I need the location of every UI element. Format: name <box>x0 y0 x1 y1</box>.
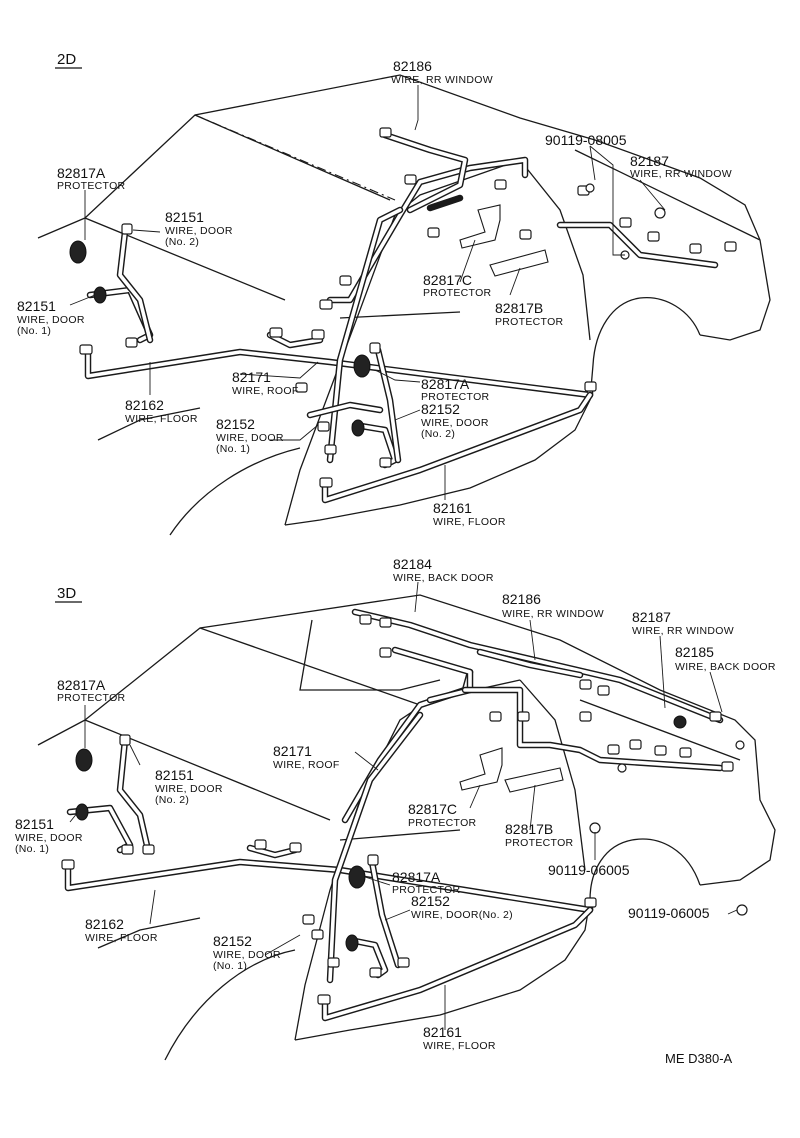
callout-82171-desc: WIRE, ROOF <box>273 759 340 771</box>
callout-90119-b-number: 90119-06005 <box>628 905 710 921</box>
connectors-3d <box>61 614 748 1005</box>
callout-82171-number: 82171 <box>273 743 312 759</box>
callout-82162-desc: WIRE, FLOOR <box>85 932 158 944</box>
callout-82162-number: 82162 <box>85 916 124 932</box>
grommet-82817A <box>69 240 87 264</box>
callout-82817B-desc: PROTECTOR <box>495 316 564 328</box>
harnesses-2d <box>84 131 719 504</box>
callout-82152-no1-desc: WIRE, DOOR <box>216 432 284 444</box>
body-outline-3d <box>37 594 776 1061</box>
grommet-82817A <box>75 748 93 772</box>
callout-82817C-desc: PROTECTOR <box>423 287 492 299</box>
callout-82817A-number: 82817A <box>57 165 106 181</box>
section-label-3d: 3D <box>57 585 76 602</box>
callout-82152-no1-sub: (No. 1) <box>216 443 250 455</box>
drawing-reference-code: ME D380-A <box>665 1051 733 1066</box>
callout-82151-no1-desc: WIRE, DOOR <box>17 314 85 326</box>
callout-82152-no1-desc: WIRE, DOOR <box>213 949 281 961</box>
callout-82817B-number: 82817B <box>495 300 543 316</box>
callout-82184-desc: WIRE, BACK DOOR <box>393 572 494 584</box>
callout-82151-no1-sub: (No. 1) <box>15 843 49 855</box>
callout-82187-number: 82187 <box>630 153 669 169</box>
callout-82151-no2-number: 82151 <box>165 209 204 225</box>
callout-82152-no2-sub: (No. 2) <box>421 428 455 440</box>
leaders-2d <box>69 85 666 500</box>
leaders-3d <box>69 581 738 1030</box>
grommet-82817A-mid <box>353 354 371 378</box>
callout-90119-a-number: 90119-06005 <box>548 862 630 878</box>
callout-82184-number: 82184 <box>393 556 432 572</box>
labels-2d: 82186 WIRE, RR WINDOW 90119-08005 82187 … <box>17 58 732 528</box>
labels-3d: 82184 WIRE, BACK DOOR 82186 WIRE, RR WIN… <box>15 556 776 1052</box>
callout-82817C-number: 82817C <box>423 272 472 288</box>
callout-82186-desc: WIRE, RR WINDOW <box>502 608 604 620</box>
callout-82186-desc: WIRE, RR WINDOW <box>391 74 493 86</box>
callout-82151-no1-number: 82151 <box>17 298 56 314</box>
section-3d: 3D <box>15 556 776 1066</box>
protector-82817B <box>489 249 549 277</box>
callout-82817A-mid-number: 82817A <box>421 376 470 392</box>
callout-82161-number: 82161 <box>423 1024 462 1040</box>
callout-82186-number: 82186 <box>502 591 541 607</box>
callout-82151-no2-number: 82151 <box>155 767 194 783</box>
callout-82817A-desc: PROTECTOR <box>57 692 126 704</box>
callout-82151-no1-sub: (No. 1) <box>17 325 51 337</box>
callout-82162-desc: WIRE, FLOOR <box>125 413 198 425</box>
callout-82187-number: 82187 <box>632 609 671 625</box>
section-2d: 2D <box>17 51 771 536</box>
callout-90119-number: 90119-08005 <box>545 132 627 148</box>
callout-82162-number: 82162 <box>125 397 164 413</box>
callout-82817A-mid-number: 82817A <box>392 869 441 885</box>
grommet-82817A-mid <box>348 865 366 889</box>
callout-82817B-number: 82817B <box>505 821 553 837</box>
callout-82151-no2-desc: WIRE, DOOR <box>165 225 233 237</box>
callout-82186-number: 82186 <box>393 58 432 74</box>
screw-90119-a <box>589 822 601 834</box>
callout-82152-no2-number: 82152 <box>421 401 460 417</box>
section-label-2d: 2D <box>57 51 76 68</box>
callout-82151-no1-desc: WIRE, DOOR <box>15 832 83 844</box>
callout-82151-no1-number: 82151 <box>15 816 54 832</box>
protector-82817C <box>459 204 501 249</box>
callout-82152-no1-number: 82152 <box>216 416 255 432</box>
callout-82161-desc: WIRE, FLOOR <box>423 1040 496 1052</box>
callout-82152-no2-desc: WIRE, DOOR <box>421 417 489 429</box>
screw-90119-b <box>736 904 748 916</box>
callout-82185-number: 82185 <box>675 644 714 660</box>
callout-82817A-desc: PROTECTOR <box>57 180 126 192</box>
callout-82817B-desc: PROTECTOR <box>505 837 574 849</box>
callout-82161-desc: WIRE, FLOOR <box>433 516 506 528</box>
callout-82151-no2-sub: (No. 2) <box>155 794 189 806</box>
callout-82817A-number: 82817A <box>57 677 106 693</box>
harnesses-3d <box>64 608 724 1022</box>
callout-82152-no1-sub: (No. 1) <box>213 960 247 972</box>
callout-82171-number: 82171 <box>232 369 271 385</box>
callout-82152-no2-desc: WIRE, DOOR(No. 2) <box>411 909 513 921</box>
floor-wire-82161 <box>321 906 594 1022</box>
callout-82152-no2-number: 82152 <box>411 893 450 909</box>
callout-82151-no2-desc: WIRE, DOOR <box>155 783 223 795</box>
screw-90119 <box>585 183 595 193</box>
callout-82152-no1-number: 82152 <box>213 933 252 949</box>
callout-82187-desc: WIRE, RR WINDOW <box>632 625 734 637</box>
callout-82161-number: 82161 <box>433 500 472 516</box>
callout-82817C-desc: PROTECTOR <box>408 817 477 829</box>
connectors-2d <box>69 127 737 488</box>
protector-82817C <box>459 747 503 791</box>
callout-82817A-mid-desc: PROTECTOR <box>421 391 490 403</box>
callout-82185-desc: WIRE, BACK DOOR <box>675 661 776 673</box>
callout-82171-desc: WIRE, ROOF <box>232 385 299 397</box>
callout-82151-no2-sub: (No. 2) <box>165 236 199 248</box>
callout-82817A-mid-desc: PROTECTOR <box>392 884 461 896</box>
protector-82817B <box>504 767 564 793</box>
callout-82817C-number: 82817C <box>408 801 457 817</box>
callout-82187-desc: WIRE, RR WINDOW <box>630 168 732 180</box>
